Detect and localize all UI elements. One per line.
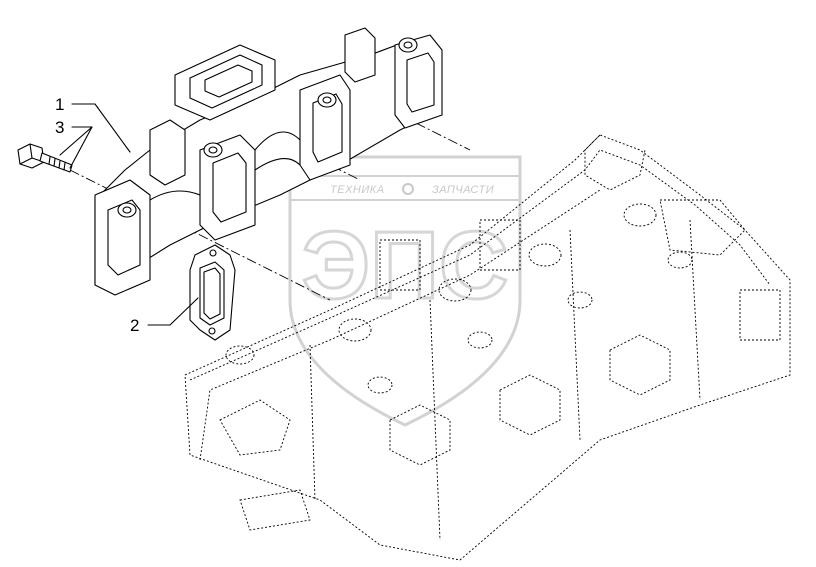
callout-2-label: 2 bbox=[130, 316, 139, 335]
bolt-icon bbox=[17, 143, 73, 173]
watermark-logo-letters: ЭПС bbox=[302, 212, 509, 319]
watermark: ТЕХНИКА ЗАПЧАСТИ ЭПС bbox=[288, 155, 522, 427]
watermark-right-text: ЗАПЧАСТИ bbox=[432, 184, 494, 196]
leader-lines bbox=[59, 103, 199, 326]
watermark-shield bbox=[288, 155, 522, 427]
callouts: 1 2 3 bbox=[55, 95, 139, 335]
manifold-gasket-icon bbox=[189, 244, 236, 341]
exhaust-manifold-icon bbox=[94, 27, 443, 296]
callout-1-label: 1 bbox=[55, 95, 64, 114]
gear-icon bbox=[402, 183, 414, 195]
callout-3-label: 3 bbox=[55, 118, 64, 137]
cylinder-head bbox=[184, 134, 791, 561]
watermark-left-text: ТЕХНИКА bbox=[330, 184, 385, 196]
